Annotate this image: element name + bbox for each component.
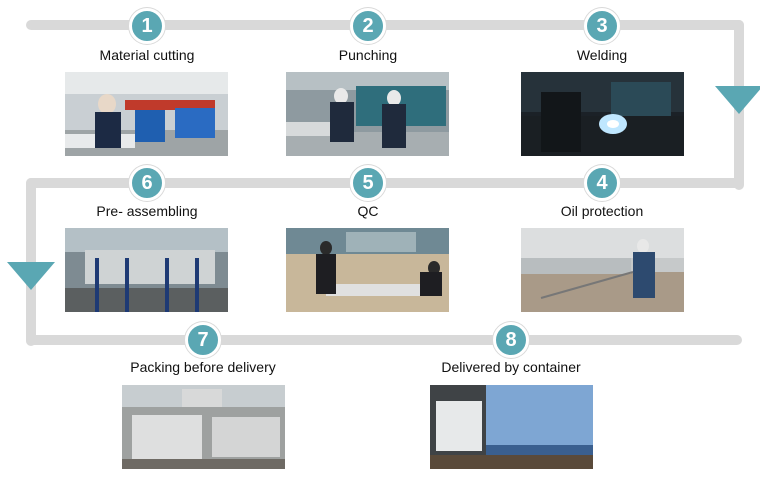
step-label: Pre- assembling	[96, 203, 198, 219]
step-number-badge: 7	[185, 322, 221, 358]
step-number-badge: 5	[350, 165, 386, 201]
step-number-badge: 8	[493, 322, 529, 358]
step-label: Packing before delivery	[130, 359, 276, 375]
step-number-badge: 2	[350, 8, 386, 44]
welding-photo	[521, 72, 684, 156]
step-label: Punching	[338, 47, 398, 63]
step-number-badge: 4	[584, 165, 620, 201]
punching-photo	[286, 72, 449, 156]
material-cutting-photo	[65, 72, 228, 156]
step-label: Material cutting	[99, 47, 195, 63]
arrow-down-right-icon	[715, 86, 760, 114]
step-number-badge: 6	[129, 165, 165, 201]
arrow-down-left-icon	[7, 262, 55, 290]
step-label: QC	[357, 203, 379, 219]
container-photo	[430, 385, 593, 469]
step-label: Delivered by container	[441, 359, 581, 375]
packing-photo	[122, 385, 285, 469]
qc-photo	[286, 228, 449, 312]
pre-assembling-photo	[65, 228, 228, 312]
oil-protection-photo	[521, 228, 684, 312]
step-label: Oil protection	[560, 203, 644, 219]
step-number-badge: 1	[129, 8, 165, 44]
step-number-badge: 3	[584, 8, 620, 44]
flow-track-row3	[26, 335, 742, 345]
step-label: Welding	[576, 47, 628, 63]
